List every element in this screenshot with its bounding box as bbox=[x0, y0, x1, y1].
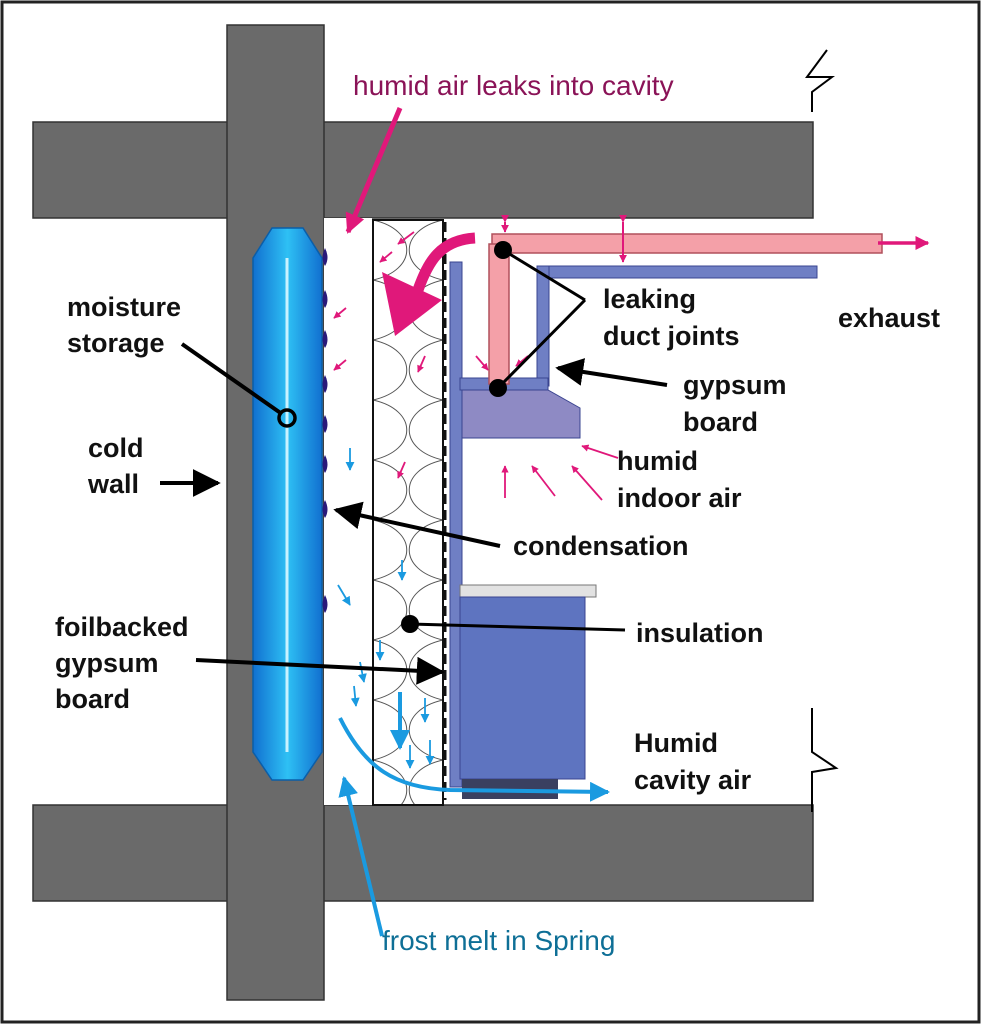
leader-lines bbox=[160, 248, 668, 685]
duct-support-bar bbox=[536, 265, 818, 279]
duct-joint-dot-top bbox=[494, 241, 512, 259]
label-humid-air-leaks: humid air leaks into cavity bbox=[353, 70, 674, 101]
break-mark-top bbox=[805, 49, 835, 112]
duct-support-post bbox=[536, 265, 550, 387]
label-frost-melt: frost melt in Spring bbox=[382, 925, 615, 956]
duct-leak-double-arrows bbox=[501, 214, 627, 263]
label-insulation: insulation bbox=[636, 618, 764, 648]
label-indoor-air: indoor air bbox=[617, 483, 742, 513]
upper-floor-slab bbox=[32, 121, 814, 219]
label-wall: wall bbox=[87, 469, 139, 499]
base-cabinet bbox=[459, 596, 586, 780]
label-foilbacked: foilbacked bbox=[55, 612, 189, 642]
label-storage: storage bbox=[67, 328, 165, 358]
label-exhaust: exhaust bbox=[838, 303, 940, 333]
leak-flow-arrowhead bbox=[382, 272, 442, 336]
leak-pointer-arrow bbox=[345, 107, 403, 234]
frost-pointer-arrow bbox=[338, 776, 384, 937]
label-gypsum: gypsum bbox=[683, 370, 787, 400]
label-foil-gypsum: gypsum bbox=[55, 648, 159, 678]
label-leaking: leaking bbox=[603, 284, 696, 314]
cavity-air-flow bbox=[338, 717, 610, 802]
label-moisture: moisture bbox=[67, 292, 181, 322]
leak-flow-arrow bbox=[412, 232, 476, 292]
range-hood bbox=[461, 389, 581, 439]
label-foil-board: board bbox=[55, 684, 130, 714]
countertop bbox=[459, 584, 597, 598]
label-duct-joints: duct joints bbox=[603, 321, 740, 351]
exhaust-duct-horizontal bbox=[491, 233, 883, 254]
label-humid: humid bbox=[617, 446, 698, 476]
label-condensation: condensation bbox=[513, 531, 689, 561]
lower-floor-slab bbox=[32, 804, 814, 902]
gypsum-board-panel bbox=[449, 261, 463, 788]
condensation-droplets bbox=[322, 248, 328, 613]
label-humid-cavity: Humid bbox=[634, 728, 718, 758]
break-mark-bottom bbox=[811, 708, 839, 812]
label-cold: cold bbox=[88, 433, 144, 463]
exhaust-duct-vertical bbox=[488, 243, 510, 385]
label-cavity-air: cavity air bbox=[634, 765, 752, 795]
label-board: board bbox=[683, 407, 758, 437]
insulation-dot bbox=[401, 615, 419, 633]
frost-melt-arrows bbox=[337, 448, 435, 769]
duct-joint-dot-bottom bbox=[489, 379, 507, 397]
